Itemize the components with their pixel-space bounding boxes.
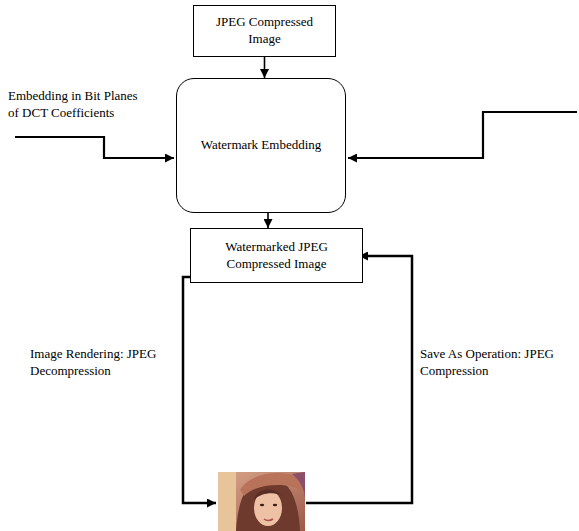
process-label: Image Rendering: JPEG Decompression xyxy=(30,346,162,380)
process-box: Watermark Embedding xyxy=(176,78,346,213)
process-label: Save As Operation: JPEG Compression xyxy=(420,346,565,380)
input-box: JPEG Compressed Image xyxy=(193,5,336,57)
input-line xyxy=(348,112,577,158)
decompression-line xyxy=(183,277,216,503)
input-line xyxy=(15,137,174,158)
compression-line xyxy=(306,256,412,503)
rendered-picture xyxy=(218,472,305,531)
text-holder: JPEG Compressed Image xyxy=(194,10,335,52)
process-label: Embedding in Bit Planes of DCT Coefficie… xyxy=(8,88,150,122)
box-label: Watermarked JPEG Compressed Image xyxy=(197,239,356,273)
box-label: JPEG Compressed Image xyxy=(200,14,329,48)
text-holder: Watermark Embedding xyxy=(195,133,328,158)
flow-arrow xyxy=(267,213,269,228)
flow-arrow xyxy=(264,57,266,78)
box-label: Watermark Embedding xyxy=(201,137,322,154)
text-holder: Watermarked JPEG Compressed Image xyxy=(191,235,362,277)
output-box: Watermarked JPEG Compressed Image xyxy=(190,228,363,283)
